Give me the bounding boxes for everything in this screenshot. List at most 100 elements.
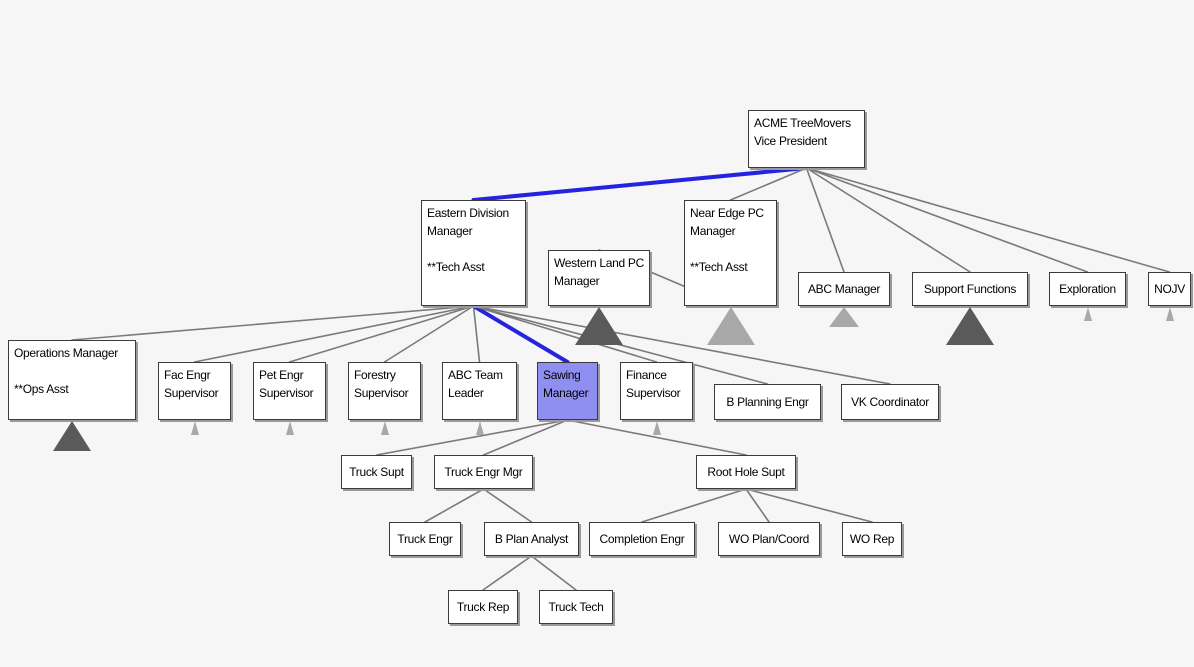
org-node-text: B Planning Engr bbox=[726, 393, 809, 411]
org-node-title-line: Vice President bbox=[754, 134, 827, 148]
expand-triangle-icon[interactable] bbox=[946, 307, 994, 345]
connector-truck_engr_mgr-bplan_analyst bbox=[482, 488, 533, 523]
expand-triangle-icon[interactable] bbox=[829, 307, 859, 327]
org-node-title-line: Fac Engr bbox=[164, 368, 211, 382]
org-node-title-line: Truck Engr bbox=[397, 532, 453, 546]
expand-triangle-icon[interactable] bbox=[652, 421, 661, 435]
org-node-completion[interactable]: Completion Engr bbox=[589, 522, 695, 556]
org-node-title-line: Finance bbox=[626, 368, 667, 382]
org-node-title-line: Supervisor bbox=[626, 386, 681, 400]
org-node-truck-engr[interactable]: Truck Engr bbox=[389, 522, 461, 556]
org-node-text: B Plan Analyst bbox=[495, 530, 568, 548]
org-node-nojv[interactable]: NOJV bbox=[1148, 272, 1191, 306]
org-node-truck-tech[interactable]: Truck Tech bbox=[539, 590, 613, 624]
org-node-text: Root Hole Supt bbox=[707, 463, 784, 481]
org-node-text: Support Functions bbox=[924, 280, 1017, 298]
connector-eastern-fac bbox=[193, 305, 475, 363]
connector-eastern-forestry bbox=[383, 305, 475, 363]
org-node-title-line: Truck Supt bbox=[349, 465, 404, 479]
org-node-text: Operations Manager **Ops Asst bbox=[14, 344, 130, 398]
connector-eastern-finance bbox=[472, 305, 658, 363]
org-node-wo-plan[interactable]: WO Plan/Coord bbox=[718, 522, 820, 556]
org-node-support[interactable]: Support Functions bbox=[912, 272, 1028, 306]
org-node-truck-supt[interactable]: Truck Supt bbox=[341, 455, 412, 489]
org-node-title-line: Eastern Division bbox=[427, 206, 509, 220]
connector-eastern-bplanning bbox=[472, 305, 769, 385]
org-node-text: VK Coordinator bbox=[851, 393, 929, 411]
org-node-truck-engr-mgr[interactable]: Truck Engr Mgr bbox=[434, 455, 533, 489]
connector-vp-nojv bbox=[805, 167, 1171, 273]
org-node-title-line: Completion Engr bbox=[599, 532, 685, 546]
connector-vp-nearedge bbox=[729, 167, 808, 201]
org-node-title-line: Supervisor bbox=[354, 386, 409, 400]
org-node-root-hole[interactable]: Root Hole Supt bbox=[696, 455, 796, 489]
org-node-text: WO Rep bbox=[849, 530, 895, 548]
connector-sawing-truck_engr_mgr bbox=[482, 419, 569, 456]
connector-root_hole-wo_rep bbox=[745, 488, 873, 523]
org-node-ops[interactable]: Operations Manager **Ops Asst bbox=[8, 340, 136, 420]
org-node-assistant-note: **Ops Asst bbox=[14, 382, 69, 396]
org-node-bplan-analyst[interactable]: B Plan Analyst bbox=[484, 522, 579, 556]
org-node-title-line: Operations Manager bbox=[14, 346, 118, 360]
org-node-title-line: VK Coordinator bbox=[851, 395, 929, 409]
org-node-abc-mgr[interactable]: ABC Manager bbox=[798, 272, 890, 306]
org-node-exploration[interactable]: Exploration bbox=[1049, 272, 1126, 306]
org-node-text: Truck Rep bbox=[457, 598, 510, 616]
expand-triangle-icon[interactable] bbox=[1083, 307, 1092, 321]
org-node-title-line: Manager bbox=[690, 224, 736, 238]
connector-layer bbox=[71, 166, 1171, 591]
expand-triangle-icon[interactable] bbox=[190, 421, 199, 435]
expand-triangle-icon[interactable] bbox=[285, 421, 294, 435]
org-node-title-line: WO Rep bbox=[849, 532, 895, 546]
org-node-assistant-note: **Tech Asst bbox=[690, 260, 748, 274]
org-node-title-line: ABC Team bbox=[448, 368, 503, 382]
org-node-spacer bbox=[690, 240, 771, 258]
org-node-assistant-note: **Tech Asst bbox=[427, 260, 485, 274]
connector-root_hole-wo_plan bbox=[745, 488, 770, 523]
org-node-text: Exploration bbox=[1059, 280, 1116, 298]
org-node-title-line: Exploration bbox=[1059, 282, 1116, 296]
org-node-title-line: ABC Manager bbox=[807, 282, 881, 296]
connector-eastern-abc_team bbox=[472, 305, 481, 363]
org-node-bplanning[interactable]: B Planning Engr bbox=[714, 384, 821, 420]
connector-root_hole-completion bbox=[641, 488, 747, 523]
connector-vp-support bbox=[805, 167, 971, 273]
expand-triangle-icon[interactable] bbox=[475, 421, 484, 435]
expand-triangle-icon[interactable] bbox=[1165, 307, 1174, 321]
org-node-truck-rep[interactable]: Truck Rep bbox=[448, 590, 518, 624]
expand-triangle-icon[interactable] bbox=[706, 307, 755, 345]
org-node-title-line: Leader bbox=[448, 386, 484, 400]
expand-triangle-icon[interactable] bbox=[575, 307, 623, 345]
org-node-title-line: B Plan Analyst bbox=[494, 532, 569, 546]
org-node-title-line: Western Land PC bbox=[554, 256, 644, 270]
org-node-text: Truck Tech bbox=[548, 598, 603, 616]
org-node-wo-rep[interactable]: WO Rep bbox=[842, 522, 902, 556]
org-node-vk[interactable]: VK Coordinator bbox=[841, 384, 939, 420]
org-node-title-line: Manager bbox=[427, 224, 473, 238]
org-node-title-line: WO Plan/Coord bbox=[728, 532, 810, 546]
connector-sawing-truck_supt bbox=[375, 419, 569, 456]
connector-vp-abc_mgr bbox=[805, 167, 845, 273]
org-node-title-line: Root Hole Supt bbox=[707, 465, 785, 479]
org-node-spacer bbox=[427, 240, 520, 258]
expand-triangle-icon[interactable] bbox=[380, 421, 389, 435]
org-node-text: Truck Supt bbox=[349, 463, 404, 481]
expand-triangle-icon[interactable] bbox=[53, 421, 91, 451]
connector-eastern-vk bbox=[472, 305, 891, 385]
connector-bplan_analyst-truck_rep bbox=[482, 555, 533, 591]
